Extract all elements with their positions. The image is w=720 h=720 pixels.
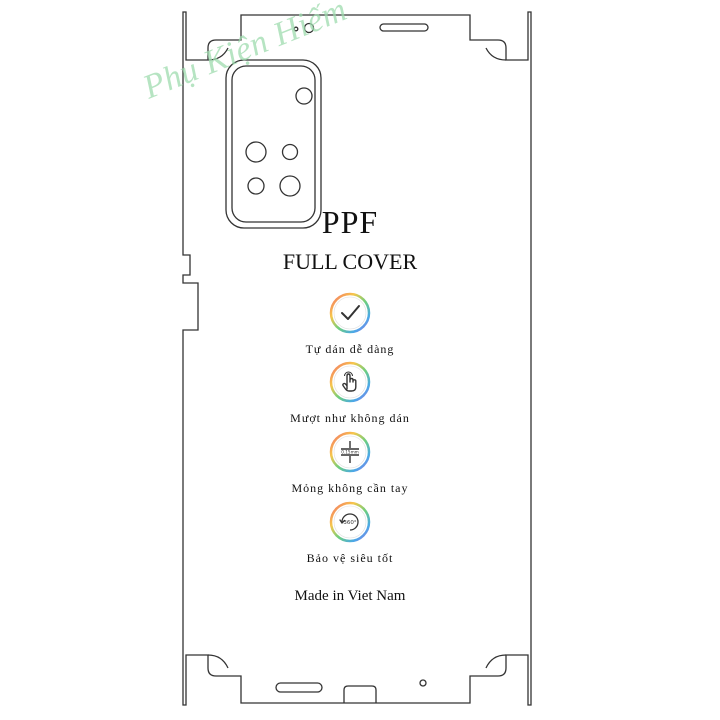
rotate-360-icon: 360° xyxy=(329,501,371,543)
feature-smooth: Mượt như không dán xyxy=(250,361,450,426)
bottom-slot xyxy=(275,682,323,693)
feature-label: Bảo vệ siêu tốt xyxy=(306,551,394,565)
product-title: PPF xyxy=(321,204,379,240)
feature-thin: 0.15mm Mỏng không cần tay xyxy=(250,431,450,496)
camera-lens xyxy=(281,143,299,161)
camera-module-inner xyxy=(231,65,316,223)
skin-cut-outline xyxy=(182,11,532,706)
checkmark-icon xyxy=(329,292,371,334)
charge-port-notch xyxy=(343,685,377,703)
feature-label: Tự dán dễ dàng xyxy=(305,342,395,356)
sensor-hole xyxy=(303,22,315,34)
camera-module-outer xyxy=(225,59,322,229)
thickness-icon: 0.15mm xyxy=(329,431,371,473)
camera-lens xyxy=(279,175,301,197)
touch-hand-icon xyxy=(329,361,371,403)
feature-easy-apply: Tự dán dễ dàng xyxy=(250,292,450,357)
thickness-value: 0.15mm xyxy=(341,450,358,455)
camera-lens xyxy=(247,177,265,195)
back-panel-outline xyxy=(222,48,498,668)
origin-text: Made in Viet Nam xyxy=(294,588,406,604)
camera-lens xyxy=(245,141,267,163)
rotation-value: 360° xyxy=(343,520,356,526)
product-subtitle: FULL COVER xyxy=(282,249,418,274)
feature-label: Mượt như không dán xyxy=(290,411,410,425)
camera-lens xyxy=(295,87,313,105)
feature-label: Mỏng không cần tay xyxy=(291,481,409,495)
feature-protect: 360° Bảo vệ siêu tốt xyxy=(250,501,450,566)
top-slot xyxy=(379,23,429,32)
